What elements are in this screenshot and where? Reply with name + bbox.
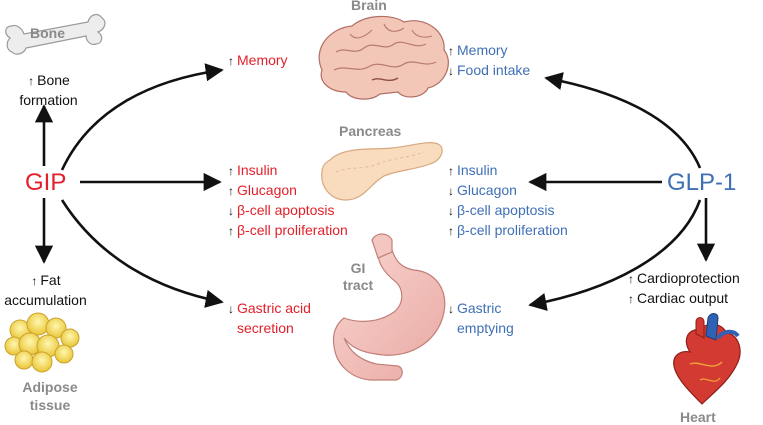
arrow-up-icon: ↑	[448, 44, 454, 58]
effect-text: β-cell proliferation	[237, 222, 348, 238]
effect-item: ↑Bone	[6, 70, 90, 90]
glp1-heart-effects: ↑Cardioprotection↑Cardiac output	[626, 268, 740, 308]
effect-item: ↑Memory	[446, 40, 530, 60]
effect-item: formation	[6, 90, 90, 110]
arrow-glp1-gastric	[528, 199, 702, 311]
effect-text: Insulin	[237, 162, 278, 178]
arrow-up-icon: ↑	[448, 164, 454, 178]
arrow-down-icon: ↓	[448, 184, 454, 198]
effect-item: ↓Glucagon	[446, 180, 568, 200]
gi-tract-label: GI tract	[342, 260, 374, 293]
arrow-up-icon: ↑	[228, 54, 234, 68]
effect-text: Memory	[457, 42, 508, 58]
arrow-up-icon: ↑	[31, 274, 38, 288]
fat-illustration	[4, 312, 80, 373]
effect-item: secretion	[226, 318, 311, 338]
effect-item: ↑β-cell proliferation	[226, 220, 348, 240]
effect-text: emptying	[457, 320, 514, 336]
gip-label: GIP	[25, 169, 67, 196]
effect-item: ↑Insulin	[226, 160, 348, 180]
effect-text: Bone	[37, 72, 70, 88]
effect-item: ↓Food intake	[446, 60, 530, 80]
effect-item: ↑Glucagon	[226, 180, 348, 200]
effect-item: ↓β-cell apoptosis	[226, 200, 348, 220]
effect-text: Cardioprotection	[637, 270, 740, 286]
effect-item: accumulation	[0, 290, 90, 310]
effect-item: ↓Gastric	[446, 298, 514, 318]
effect-text: Glucagon	[237, 182, 297, 198]
effect-text: formation	[19, 92, 78, 108]
effect-item: ↑Fat	[0, 270, 90, 290]
effect-text: Memory	[237, 52, 288, 68]
effect-item: ↓Gastric acid	[226, 298, 311, 318]
gip-gi-effects: ↓Gastric acid secretion	[226, 298, 311, 338]
effect-item: ↑β-cell proliferation	[446, 220, 568, 240]
arrow-down-icon: ↓	[448, 204, 454, 218]
glp1-gi-effects: ↓Gastric emptying	[446, 298, 514, 338]
effect-text: secretion	[237, 320, 294, 336]
effect-text: Fat	[40, 272, 61, 288]
arrow-up-icon: ↑	[228, 184, 234, 198]
bone-label: Bone	[30, 25, 65, 41]
arrow-up-icon: ↑	[448, 224, 454, 238]
pancreas-label: Pancreas	[339, 123, 402, 139]
effect-text: Cardiac output	[637, 290, 729, 306]
heart-illustration	[673, 313, 741, 405]
effect-item: ↑Cardiac output	[626, 288, 740, 308]
effect-text: β-cell apoptosis	[237, 202, 335, 218]
effect-item: ↑Memory	[226, 50, 288, 70]
arrow-glp1-brain	[544, 72, 702, 169]
brain-illustration	[318, 15, 449, 100]
effect-text: Food intake	[457, 62, 531, 78]
arrow-down-icon: ↓	[448, 64, 454, 78]
glp1-label: GLP-1	[667, 169, 737, 196]
effect-item: ↑Cardioprotection	[626, 268, 740, 288]
arrow-gip-memory	[60, 63, 224, 171]
arrow-up-icon: ↑	[28, 74, 35, 88]
stomach-illustration	[332, 233, 446, 381]
arrow-up-icon: ↑	[228, 164, 234, 178]
effect-text: Gastric acid	[237, 300, 311, 316]
effect-text: accumulation	[4, 292, 87, 308]
arrow-up-icon: ↑	[628, 292, 634, 306]
effect-text: Insulin	[457, 162, 498, 178]
arrows	[34, 63, 716, 311]
heart-label: Heart	[680, 409, 716, 425]
gip-brain-effects: ↑Memory	[226, 50, 288, 70]
effect-text: Glucagon	[457, 182, 517, 198]
effect-text: Gastric	[457, 300, 502, 316]
glp1-pancreas-effects: ↑Insulin↓Glucagon↓β-cell apoptosis↑β-cel…	[446, 160, 568, 240]
pancreas-illustration	[321, 142, 443, 201]
arrow-down-icon: ↓	[228, 302, 234, 316]
gip-bone-effects: ↑Bone formation	[6, 70, 90, 110]
adipose-label: Adipose tissue	[22, 379, 78, 413]
effect-text: β-cell apoptosis	[457, 202, 555, 218]
effect-item: emptying	[446, 318, 514, 338]
arrow-down-icon: ↓	[228, 204, 234, 218]
gip-pancreas-effects: ↑Insulin↑Glucagon↓β-cell apoptosis↑β-cel…	[226, 160, 348, 240]
effect-item: ↓β-cell apoptosis	[446, 200, 568, 220]
bone-illustration	[5, 13, 106, 55]
effect-item: ↑Insulin	[446, 160, 568, 180]
arrow-up-icon: ↑	[628, 272, 634, 286]
arrow-up-icon: ↑	[228, 224, 234, 238]
effect-text: β-cell proliferation	[457, 222, 568, 238]
arrow-down-icon: ↓	[448, 302, 454, 316]
glp1-brain-effects: ↑Memory↓Food intake	[446, 40, 530, 80]
gip-fat-effects: ↑Fat accumulation	[0, 270, 90, 310]
brain-label: Brain	[351, 0, 387, 13]
arrow-gip-gastric	[60, 199, 224, 308]
